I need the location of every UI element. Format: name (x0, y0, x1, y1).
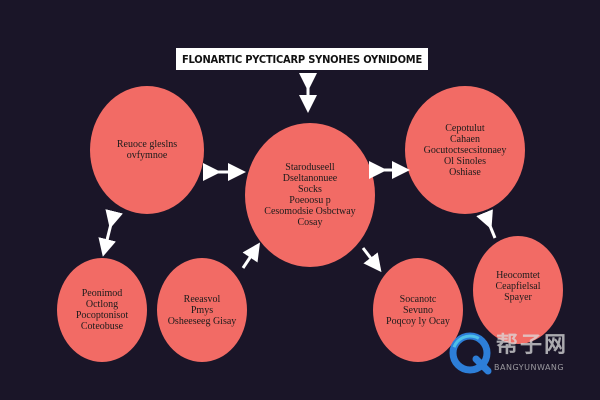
node-top-left-line-2: ovfymnoe (126, 150, 168, 161)
node-top-right-line-4: Ol Sinoles (444, 155, 486, 167)
node-top-right-circle (405, 86, 525, 214)
node-bottom-mid-left-line-1: Reeasvol (183, 293, 221, 305)
node-bottom-right-line-3: Spayer (504, 292, 532, 303)
node-center-line-1: Staroduseell (285, 162, 335, 173)
node-center-circle (245, 123, 375, 267)
watermark-cn-text: 帮子网 (496, 333, 569, 358)
node-bottom-left-line-3: Pocoptonisot (75, 310, 129, 321)
node-bottom-left-line-4: Coteobuse (80, 321, 124, 332)
node-top-left: Reuoce gleslns ovfymnoe (90, 86, 204, 214)
diagram-title: FLONARTIC PYCTICARP SYNOHES OYNIDOME (176, 48, 428, 70)
node-bottom-mid-right-line-3: Poqcoy ly Ocay (386, 315, 450, 327)
node-bottom-left-circle (57, 258, 147, 362)
node-top-right-line-1: Cepotulut (445, 122, 485, 134)
arrow-topright-bottomright (476, 209, 497, 239)
node-bottom-right-line-1: Heocomtet (496, 270, 540, 281)
node-bottom-mid-left: Reeasvol Pmys Osheeseeg Gisay (157, 258, 247, 362)
arrow-bottommidleft-center (241, 242, 260, 269)
watermark-en-text: BANGYUNWANG (494, 363, 565, 372)
node-bottom-mid-right: Socanotc Sevuno Poqcoy ly Ocay (373, 258, 463, 362)
node-bottom-mid-left-line-3: Osheeseeg Gisay (167, 315, 237, 327)
node-bottom-left-line-1: Peonimod (81, 288, 123, 299)
node-center-line-5: Cesomodsie Osbctway (264, 206, 356, 217)
arrow-center-bottommidright (361, 247, 382, 273)
node-bottom-mid-right-line-1: Socanotc (399, 293, 437, 305)
node-bottom-mid-right-line-2: Sevuno (403, 304, 433, 316)
node-bottom-right-circle (473, 236, 563, 344)
node-top-right-line-2: Cahaen (450, 133, 480, 145)
watermark: 帮子网 BANGYUNWANG (448, 325, 598, 385)
node-center-line-3: Socks (298, 184, 322, 195)
node-top-right: Cepotulut Cahaen Gocutoctsecsitonaey Ol … (405, 86, 525, 214)
node-center-line-2: Dseltanonuee (282, 173, 338, 184)
node-bottom-left-line-2: Octlong (85, 299, 119, 310)
node-bottom-right-line-2: Ceapfielsal (495, 281, 541, 292)
node-top-right-line-5: Oshiase (449, 166, 481, 178)
node-bottom-mid-left-circle (157, 258, 247, 362)
node-center: Staroduseell Dseltanonuee Socks Poeoosu … (245, 123, 375, 267)
node-top-right-line-3: Gocutoctsecsitonaey (423, 144, 507, 156)
node-bottom-right: Heocomtet Ceapfielsal Spayer (473, 236, 563, 344)
node-bottom-mid-left-line-2: Pmys (190, 304, 214, 316)
node-bottom-left: Peonimod Octlong Pocoptonisot Coteobuse (57, 258, 147, 362)
node-bottom-mid-right-circle (373, 258, 463, 362)
arrow-topleft-bottomleft (98, 209, 123, 257)
node-center-line-6: Cosay (297, 217, 323, 228)
node-center-line-4: Poeoosu p (289, 195, 331, 206)
node-top-left-circle (90, 86, 204, 214)
q-logo-icon (449, 332, 492, 375)
node-top-left-line-1: Reuoce gleslns (116, 139, 178, 150)
